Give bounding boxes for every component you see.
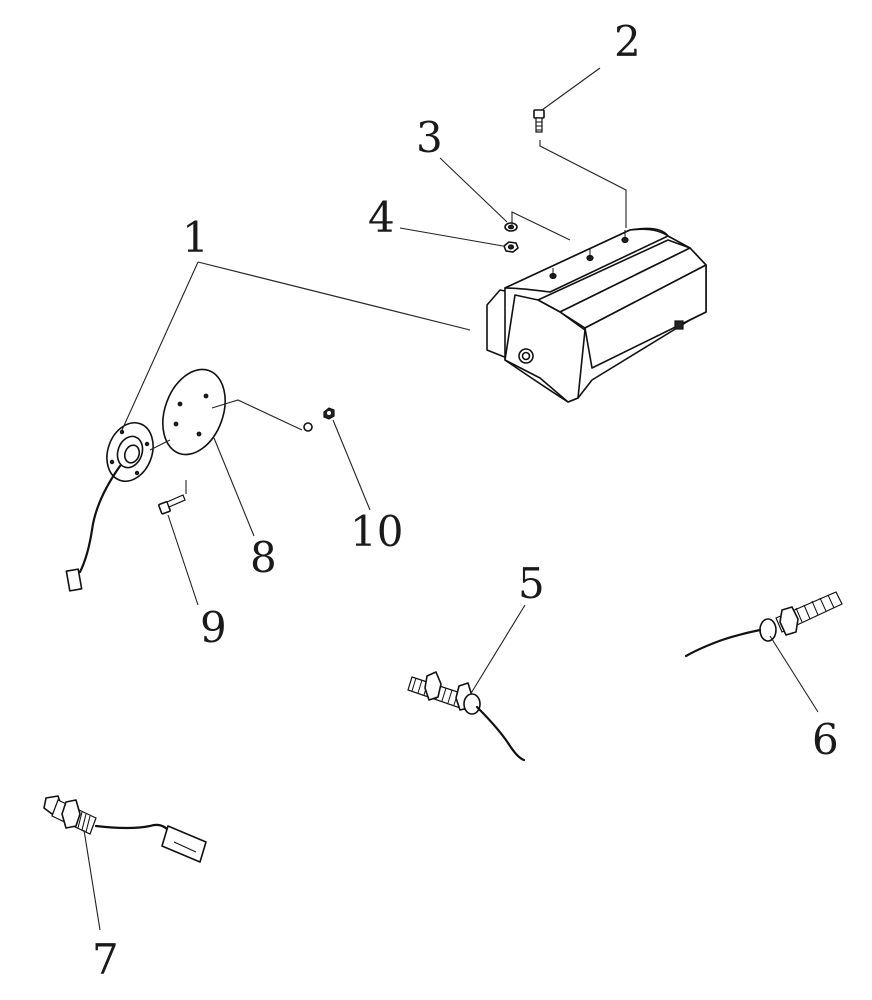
leader-line-1 <box>197 261 471 331</box>
callout-3: 3 <box>416 113 443 162</box>
washer-part <box>504 222 518 232</box>
leader-line-1b <box>121 261 199 431</box>
callout-10: 10 <box>350 507 403 556</box>
nut-washer-part <box>303 407 335 432</box>
screw-part <box>158 494 186 515</box>
leader-line-8b <box>211 399 303 431</box>
bolt-part <box>533 109 545 133</box>
leader-line-9 <box>167 514 199 606</box>
callout-6: 6 <box>812 715 839 764</box>
threaded-sensor-5-part <box>407 671 526 762</box>
leader-line-2b <box>539 140 627 228</box>
bracket-housing-part <box>486 227 707 403</box>
leader-line-4 <box>399 227 504 247</box>
callout-4: 4 <box>368 193 395 242</box>
callout-5: 5 <box>518 559 545 608</box>
leader-line-8 <box>213 437 255 537</box>
callout-labels: 1 2 3 4 5 6 7 8 9 10 <box>92 17 839 984</box>
callout-1: 1 <box>182 213 209 262</box>
plate-disc-part <box>162 368 226 456</box>
leader-line-3b <box>511 211 571 241</box>
threaded-sensor-6-part <box>684 591 843 658</box>
callout-9: 9 <box>200 603 227 652</box>
leader-line-7 <box>83 829 101 931</box>
leader-line-3 <box>439 157 508 223</box>
callout-7: 7 <box>92 935 119 984</box>
leader-line-10 <box>332 419 371 511</box>
leader-line-5 <box>469 604 526 696</box>
sensor-connector-7-part <box>43 795 207 863</box>
callout-8: 8 <box>250 533 277 582</box>
sensor-flange-part <box>65 422 154 592</box>
leader-line-8c <box>149 439 171 451</box>
leader-line-6 <box>769 635 819 713</box>
leader-lines <box>83 67 819 931</box>
leader-line-2 <box>541 67 601 111</box>
callout-2: 2 <box>614 17 641 66</box>
nut-part <box>503 241 519 253</box>
